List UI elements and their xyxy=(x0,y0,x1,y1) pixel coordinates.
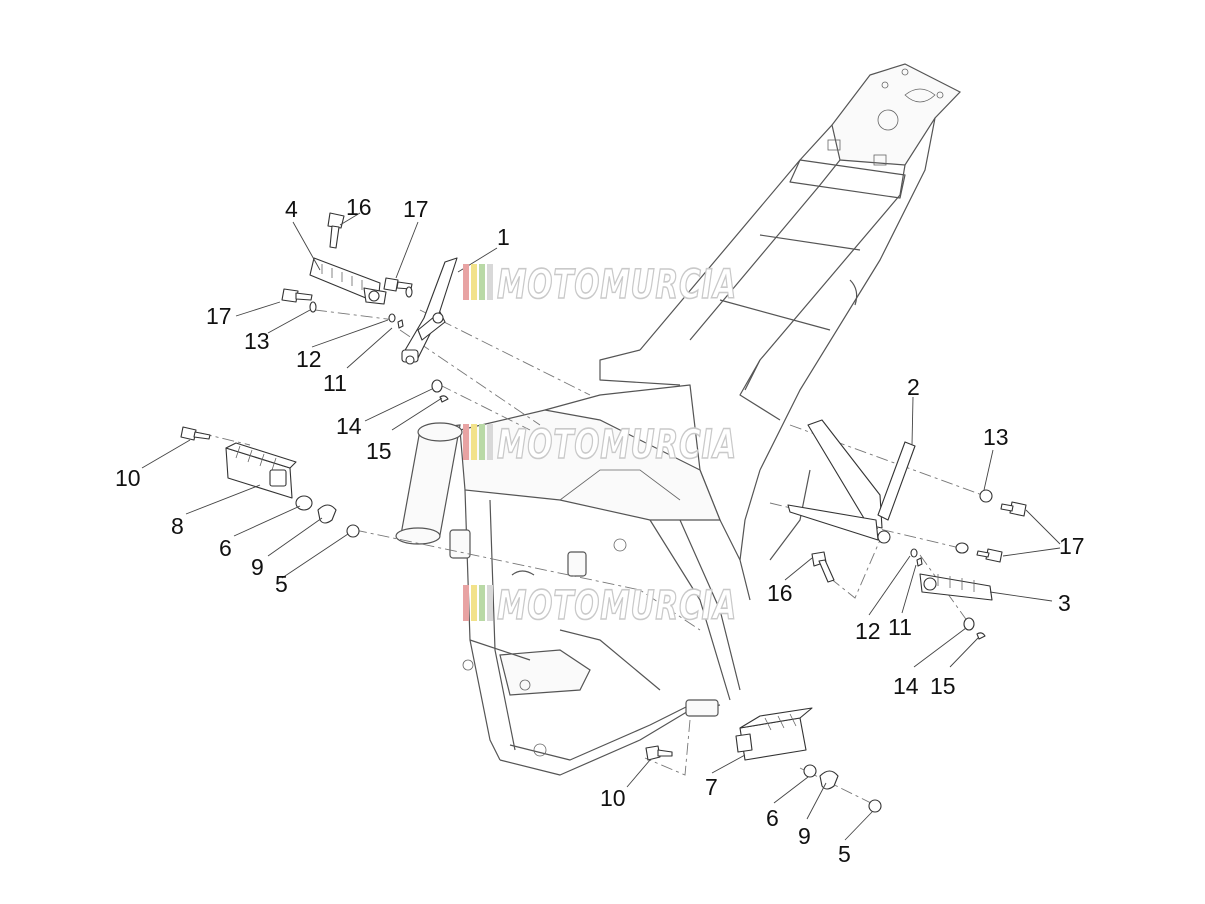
callout-13-right: 13 xyxy=(983,424,1009,450)
callout-7: 7 xyxy=(705,774,718,800)
callout-12-left: 12 xyxy=(296,346,322,372)
watermark-stripe xyxy=(487,424,493,460)
leader-lines xyxy=(141,212,1061,841)
callout-15-right: 15 xyxy=(930,673,956,699)
watermark-stripe xyxy=(479,424,485,460)
motorcycle-frame xyxy=(395,63,961,776)
watermark-stripe xyxy=(479,585,485,621)
right-rider-footpeg xyxy=(645,707,882,813)
watermark-stripe xyxy=(487,585,493,621)
assembly-guide-lines xyxy=(199,309,986,806)
left-rider-footpeg xyxy=(180,426,360,538)
callout-6-right: 6 xyxy=(766,805,779,831)
callout-9-right: 9 xyxy=(798,823,811,849)
callout-10-left: 10 xyxy=(115,465,141,491)
callout-4: 4 xyxy=(285,196,298,222)
callout-14-right: 14 xyxy=(893,673,919,699)
callout-14-left: 14 xyxy=(336,413,362,439)
callout-10-right: 10 xyxy=(600,785,626,811)
left-upper-hardware xyxy=(281,212,449,403)
callout-2: 2 xyxy=(907,374,920,400)
callout-15-left: 15 xyxy=(366,438,392,464)
callout-3: 3 xyxy=(1058,590,1071,616)
callout-17-left: 17 xyxy=(206,303,232,329)
callout-12-right: 12 xyxy=(855,618,881,644)
callout-16-right: 16 xyxy=(767,580,793,606)
callout-17-top: 17 xyxy=(403,196,429,222)
watermark-stripe xyxy=(471,264,477,300)
watermark-stripe xyxy=(463,585,469,621)
callout-labels: 1 2 3 4 5 5 6 6 7 8 9 9 10 10 11 11 12 1… xyxy=(115,194,1085,867)
callout-1: 1 xyxy=(497,224,510,250)
callout-17-right: 17 xyxy=(1059,533,1085,559)
left-passenger-bracket xyxy=(401,257,458,365)
watermark-stripe xyxy=(471,585,477,621)
watermark-top: MOTOMURCIA xyxy=(463,261,737,309)
callout-8: 8 xyxy=(171,513,184,539)
watermark-text: MOTOMURCIA xyxy=(497,262,737,308)
right-passenger-footpeg xyxy=(919,573,993,601)
watermark-text: MOTOMURCIA xyxy=(497,583,737,629)
callout-11-right: 11 xyxy=(888,614,912,640)
watermark-bottom: MOTOMURCIA xyxy=(463,582,737,630)
callout-6-left: 6 xyxy=(219,535,232,561)
callout-16-left: 16 xyxy=(346,194,372,220)
watermark-stripe xyxy=(463,264,469,300)
callout-13-left: 13 xyxy=(244,328,270,354)
right-passenger-bracket xyxy=(787,419,916,544)
watermark-text: MOTOMURCIA xyxy=(497,422,737,468)
watermark-stripe xyxy=(463,424,469,460)
right-upper-hardware xyxy=(811,489,1027,640)
watermark-stripe xyxy=(479,264,485,300)
callout-5-right: 5 xyxy=(838,841,851,867)
callout-11-left: 11 xyxy=(323,370,347,396)
left-passenger-footpeg xyxy=(309,257,387,305)
callout-5-left: 5 xyxy=(275,571,288,597)
watermark-stripe xyxy=(487,264,493,300)
watermark-stripe xyxy=(471,424,477,460)
watermark-middle: MOTOMURCIA xyxy=(463,421,737,469)
callout-9-left: 9 xyxy=(251,554,264,580)
